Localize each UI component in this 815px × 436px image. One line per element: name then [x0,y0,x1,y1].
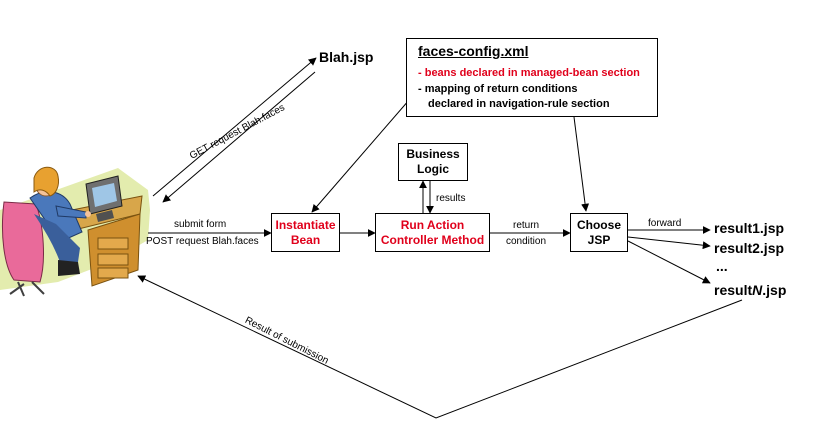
blah-jsp-label: Blah.jsp [319,49,374,65]
choose-jsp-line2: JSP [587,232,611,247]
choose-jsp-line1: Choose [576,217,621,232]
run-action-line2: Controller Method [380,232,485,247]
resultN-suffix: .jsp [762,282,787,298]
faces-config-title: faces-config.xml [418,43,529,59]
result-ellipsis: ... [716,258,728,274]
faces-config-box: faces-config.xml - beans declared in man… [406,38,658,117]
resultN-jsp-label: resultN.jsp [714,282,786,298]
instantiate-bean-line1: Instantiate [275,217,336,232]
business-logic-line2: Logic [417,162,449,176]
user-at-computer-icon [0,166,150,297]
business-logic-line1: Business [406,147,460,161]
instantiate-bean-box: Instantiate Bean [271,213,340,252]
forward-label: forward [648,218,682,229]
resultN-prefix: result [714,282,753,298]
resultN-variable: N [752,282,763,298]
return-label: return [513,220,540,231]
post-request-label: POST request Blah.faces [146,236,259,247]
run-action-line1: Run Action [400,217,465,232]
results-label: results [436,193,466,204]
faces-config-navigation-line: declared in navigation-rule section [428,98,610,110]
run-action-box: Run Action Controller Method [375,213,490,252]
result2-jsp-label: result2.jsp [714,240,785,256]
faces-config-managed-bean-line: - beans declared in managed-bean section [418,67,640,79]
submit-form-label: submit form [174,219,227,230]
choose-jsp-box: Choose JSP [570,213,628,252]
faces-config-mapping-line: - mapping of return conditions [418,83,578,95]
condition-label: condition [506,236,547,247]
business-logic-box: Business Logic [398,143,468,181]
instantiate-bean-line2: Bean [290,232,321,247]
result1-jsp-label: result1.jsp [714,220,785,236]
